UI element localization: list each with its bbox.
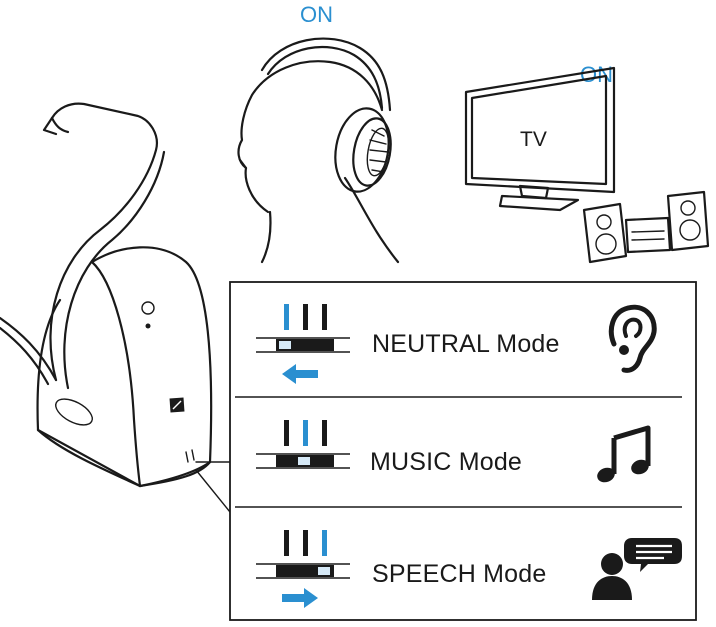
- mode-switch-knob: [279, 341, 291, 349]
- indicator-bar: [284, 530, 289, 556]
- mode-switch-knob: [318, 567, 330, 575]
- mode-label-speech: SPEECH Mode: [372, 560, 547, 588]
- mode-row-speech: SPEECH Mode: [256, 530, 682, 608]
- stereo-speakers-illustration: [582, 190, 710, 264]
- indicator-bar: [303, 530, 308, 556]
- indicator-bar: [322, 420, 327, 446]
- indicator-bar: [303, 304, 308, 330]
- right-arrow-icon: [282, 588, 318, 608]
- mode-label-music: MUSIC Mode: [370, 448, 522, 476]
- person-with-headphones-illustration: [237, 37, 400, 264]
- indicator-bar: [284, 420, 289, 446]
- indicator-bar-active: [284, 304, 289, 330]
- tv-screen-label: TV: [520, 128, 547, 151]
- mode-switch-knob: [298, 457, 310, 465]
- tv-on-label: ON: [580, 62, 613, 87]
- music-note-icon: [597, 425, 651, 483]
- indicator-bar: [322, 304, 327, 330]
- mode-panel: NEUTRAL Mode MUSIC Mode: [229, 281, 697, 621]
- mode-row-music: MUSIC Mode: [256, 420, 651, 483]
- mode-label-neutral: NEUTRAL Mode: [372, 330, 560, 358]
- transmitter-base-illustration: [0, 102, 231, 513]
- left-arrow-icon: [282, 364, 318, 384]
- headphones-on-label: ON: [300, 2, 333, 27]
- ear-icon: [608, 304, 657, 373]
- speech-person-icon: [592, 538, 682, 600]
- indicator-bar-active: [322, 530, 327, 556]
- tv-illustration: TV: [464, 66, 616, 212]
- mode-row-neutral: NEUTRAL Mode: [256, 304, 657, 384]
- indicator-bar-active: [303, 420, 308, 446]
